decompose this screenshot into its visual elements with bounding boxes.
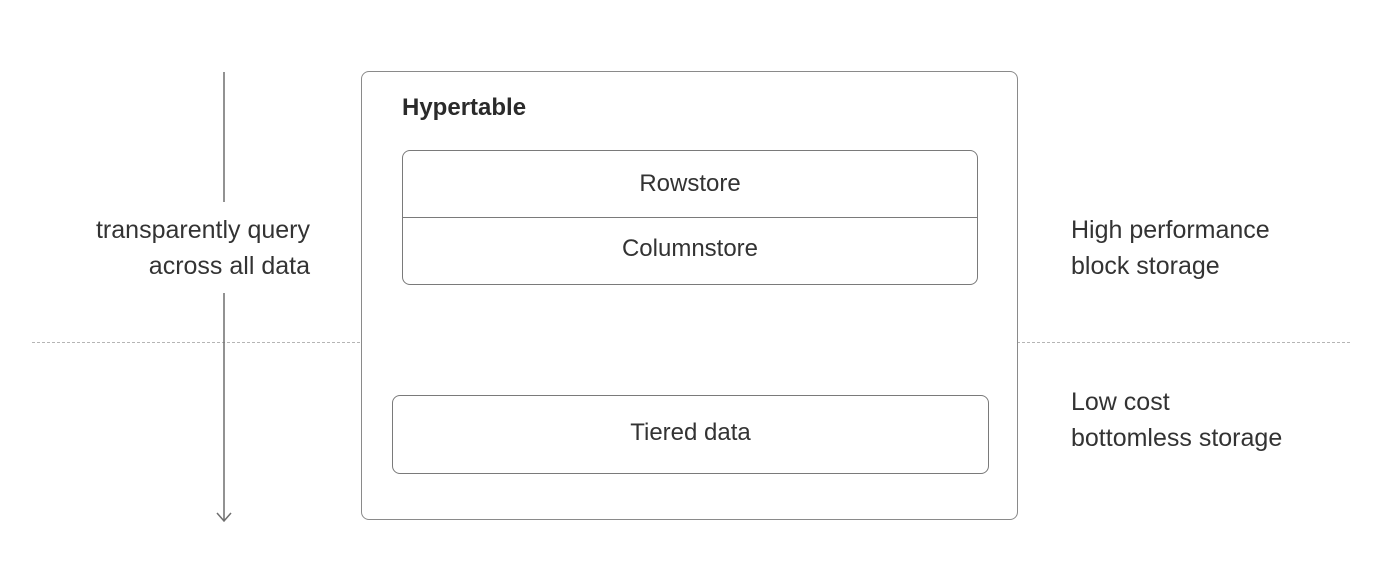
- store-group-box: Rowstore Columnstore: [402, 150, 978, 285]
- block-storage-label-line-2: block storage: [1071, 252, 1220, 280]
- hypertable-title: Hypertable: [402, 94, 527, 121]
- columnstore-box: Columnstore: [621, 235, 759, 262]
- bottomless-storage-label-line-2: bottomless storage: [1071, 424, 1283, 452]
- query-label-line-1: transparently query: [95, 216, 310, 244]
- bottomless-storage-label-line-1: Low cost: [1071, 388, 1170, 416]
- block-storage-label: High performance block storage: [1071, 212, 1351, 284]
- block-storage-label-line-1: High performance: [1071, 216, 1270, 244]
- arrow-head-icon: [216, 512, 232, 523]
- tiered-data-box: Tiered data: [392, 395, 989, 474]
- query-label: transparently query across all data: [40, 212, 310, 284]
- query-label-line-2: across all data: [148, 252, 310, 280]
- rowstore-box: Rowstore: [403, 151, 977, 218]
- bottomless-storage-label: Low cost bottomless storage: [1071, 384, 1371, 456]
